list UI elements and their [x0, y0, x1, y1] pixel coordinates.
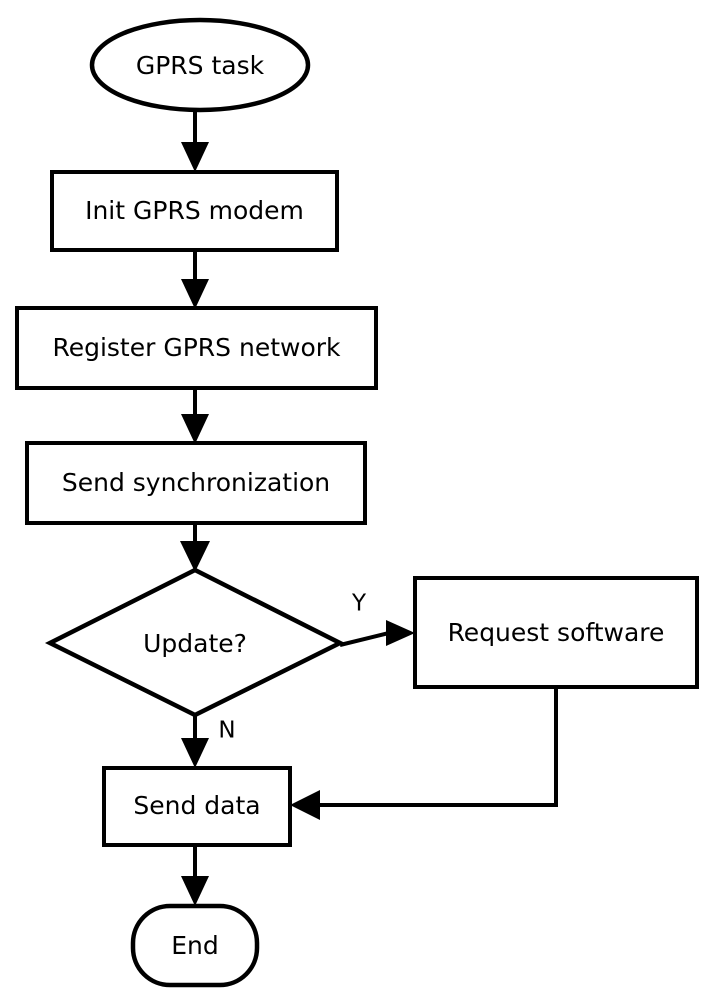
node-send-data[interactable]: Send data: [102, 766, 292, 847]
node-start-label: GPRS task: [136, 51, 265, 80]
node-send-data-label: Send data: [133, 791, 260, 820]
node-send-sync-label: Send synchronization: [62, 468, 330, 497]
edge-update-yes-to-request: [339, 620, 415, 647]
node-update-decision[interactable]: Update?: [44, 567, 346, 718]
node-start[interactable]: GPRS task: [89, 17, 311, 113]
edge-start-to-init: [181, 110, 209, 172]
edge-sync-to-update: [180, 523, 210, 572]
edge-register-to-sync: [181, 388, 209, 444]
edge-label-no: N: [218, 718, 235, 744]
node-end[interactable]: End: [130, 903, 260, 988]
node-request-software[interactable]: Request software: [413, 576, 699, 689]
node-register-network-label: Register GPRS network: [52, 333, 341, 362]
node-end-label: End: [171, 931, 219, 960]
edge-init-to-register: [181, 250, 209, 309]
node-init-modem-label: Init GPRS modem: [85, 196, 304, 225]
node-request-software-label: Request software: [448, 618, 665, 647]
node-register-network[interactable]: Register GPRS network: [15, 306, 378, 390]
edge-update-no-to-send-data: [181, 715, 209, 768]
node-init-modem[interactable]: Init GPRS modem: [50, 170, 339, 252]
node-send-sync[interactable]: Send synchronization: [25, 441, 367, 525]
edge-label-yes: Y: [351, 591, 367, 617]
node-update-decision-label: Update?: [143, 629, 247, 658]
edge-request-software-to-send-data: [290, 687, 558, 820]
edge-send-data-to-end: [181, 845, 209, 906]
